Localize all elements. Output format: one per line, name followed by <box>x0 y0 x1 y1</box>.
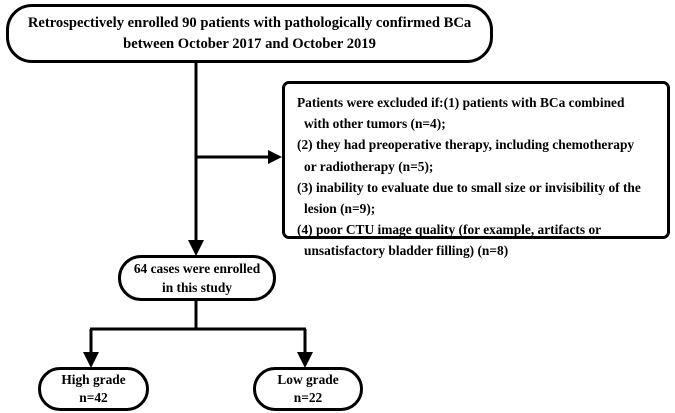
node-high-grade-label: High grade <box>61 371 126 387</box>
node-low-grade-label: Low grade <box>277 371 339 387</box>
exclusion-line-5: (3) inability to evaluate due to small s… <box>297 179 641 195</box>
exclusion-line-8: unsatisfactory bladder filling) (n=8) <box>304 243 509 259</box>
node-enrolled-line-1: Retrospectively enrolled 90 patients wit… <box>27 14 472 31</box>
exclusion-line-2: with other tumors (n=4); <box>304 116 446 132</box>
exclusion-line-1: Patients were excluded if:(1) patients w… <box>297 95 625 110</box>
node-enrolled-line-2: between October 2017 and October 2019 <box>123 35 376 52</box>
exclusion-line-3: (2) they had preoperative therapy, inclu… <box>297 137 635 153</box>
node-enrolled: Retrospectively enrolled 90 patients wit… <box>6 4 493 63</box>
edge-to-included-arrowhead <box>188 240 204 256</box>
node-low-grade: Low grade n=22 <box>253 367 363 411</box>
node-high-grade-count: n=42 <box>79 390 108 405</box>
node-high-grade: High grade n=42 <box>38 367 149 411</box>
edge-to-excluded-arrowhead <box>268 150 282 164</box>
edge-to-low-grade-arrowhead <box>297 352 313 368</box>
exclusion-line-4: or radiotherapy (n=5); <box>304 158 434 174</box>
node-included-line-2: in this study <box>162 280 232 295</box>
exclusion-line-7: (4) poor CTU image quality (for example,… <box>297 222 602 238</box>
edge-to-high-grade-arrowhead <box>83 352 99 368</box>
node-included-cases: 64 cases were enrolled in this study <box>118 255 276 301</box>
exclusion-line-6: lesion (n=9); <box>304 201 376 217</box>
node-excluded-criteria: Patients were excluded if:(1) patients w… <box>282 81 670 258</box>
node-low-grade-count: n=22 <box>293 390 323 405</box>
node-included-line-1: 64 cases were enrolled <box>133 261 261 276</box>
